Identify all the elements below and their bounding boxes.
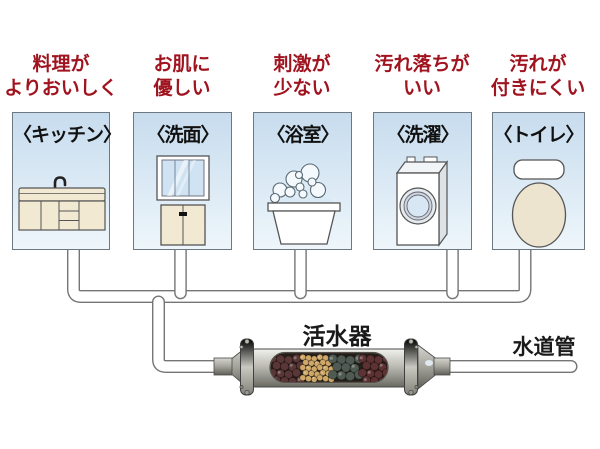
- fixture-title: 〈洗面〉: [146, 125, 219, 146]
- benefit-caption-washbasin: お肌に 優しい: [153, 53, 210, 101]
- benefit-caption-kitchen: 料理が よりおいしく: [4, 53, 118, 101]
- fixture-box-toilet: 〈トイレ〉: [492, 112, 585, 250]
- fixture-title: 〈トイレ〉: [493, 125, 584, 146]
- benefit-line: 汚れ落ちが: [374, 54, 470, 75]
- benefit-line: 刺激が: [273, 54, 331, 75]
- fixture-title: 〈キッチン〉: [13, 125, 122, 146]
- bathtub-icon: [267, 163, 341, 245]
- benefit-caption-laundry: 汚れ落ちが いい: [374, 53, 469, 101]
- benefit-caption-bathroom: 刺激が 少ない: [273, 53, 330, 101]
- fixture-box-washbasin: 〈洗面〉: [133, 112, 232, 250]
- device-left-stub: [213, 357, 234, 376]
- toilet-icon: [511, 159, 567, 248]
- fixture-box-kitchen: 〈キッチン〉: [12, 112, 122, 250]
- fixture-title: 〈浴室〉: [266, 125, 339, 146]
- benefit-line: 付きにくい: [490, 78, 586, 99]
- device-label: 活水器: [302, 323, 372, 349]
- kitchen-sink-icon: [18, 176, 106, 231]
- fixture-box-laundry: 〈洗濯〉: [373, 112, 472, 250]
- mineral-balls: [270, 353, 388, 383]
- fixture-box-bathroom: 〈浴室〉: [253, 112, 352, 250]
- device-right-stub: [433, 357, 451, 376]
- washing-machine-icon: [395, 156, 449, 247]
- fixture-title: 〈洗濯〉: [386, 125, 459, 146]
- benefit-line: よりおいしく: [4, 78, 118, 99]
- pipe-feed-from-device: [152, 295, 231, 373]
- benefit-line: お肌に: [153, 54, 211, 75]
- benefit-line: いい: [402, 78, 442, 99]
- benefit-caption-toilet: 汚れが 付きにくい: [491, 53, 586, 101]
- washbasin-icon: [156, 155, 210, 246]
- benefit-line: 優しい: [153, 78, 211, 99]
- water-pipe-label: 水道管: [512, 336, 576, 359]
- benefit-line: 汚れが: [509, 54, 567, 75]
- benefit-line: 料理が: [32, 54, 90, 75]
- water-activator-device: [213, 338, 451, 396]
- benefit-line: 少ない: [273, 78, 331, 99]
- device-right-cone: [417, 344, 437, 390]
